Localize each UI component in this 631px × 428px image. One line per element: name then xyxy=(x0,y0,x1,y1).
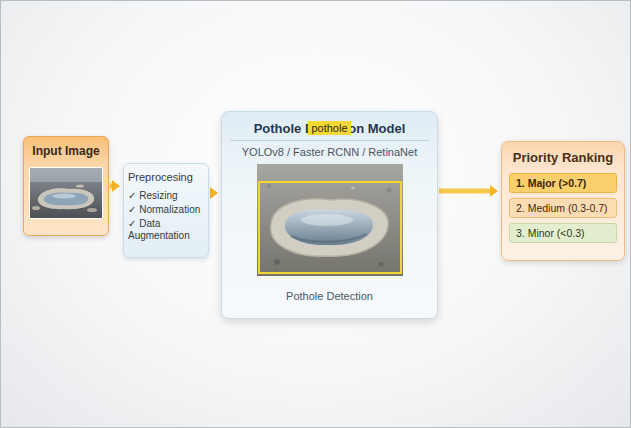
pothole-rim xyxy=(270,199,388,256)
box-title: Priority Ranking xyxy=(509,150,617,165)
road-ground xyxy=(30,168,102,218)
gravel xyxy=(267,184,271,188)
check-item: ✓ Normalization xyxy=(128,204,204,215)
sky-band xyxy=(30,168,102,182)
gravel xyxy=(274,259,280,265)
rock xyxy=(87,208,97,212)
pothole-rim xyxy=(38,188,94,209)
gravel xyxy=(378,262,383,267)
ranking-box: Priority Ranking 1. Major (>0.7) 2. Medium… xyxy=(501,141,625,261)
bounding-box xyxy=(259,182,401,273)
water-reflection xyxy=(52,194,76,199)
rank-text: 1. Major (>0.7) xyxy=(516,177,610,189)
rank-text: 3. Minor (<0.3) xyxy=(516,227,610,239)
rock xyxy=(32,206,40,210)
rank-item: 1. Major (>0.7) xyxy=(509,173,617,193)
water-reflection xyxy=(301,214,353,226)
rank-text: 2. Medium (0.3-0.7) xyxy=(516,202,610,214)
input-box: Input Image xyxy=(23,136,109,236)
detection-tag: pothole xyxy=(308,121,350,135)
pothole-photo xyxy=(29,167,103,219)
check-item: ✓ Resizing xyxy=(128,190,204,201)
gravel xyxy=(386,188,391,193)
road-ground xyxy=(257,164,403,276)
water-shadow xyxy=(291,234,367,242)
rank-item: 2. Medium (0.3-0.7) xyxy=(509,198,617,218)
box-title: Input Image xyxy=(32,144,99,158)
check-item: ✓ Data Augmentation xyxy=(128,218,204,242)
flow-arrow xyxy=(210,191,211,196)
gravel xyxy=(351,186,355,190)
box-title: Preprocesing xyxy=(128,171,204,183)
model-box: Pothole Detection ModelYOLOv8 / Faster R… xyxy=(221,111,438,319)
flow-arrow xyxy=(439,189,491,194)
pothole-water xyxy=(284,209,372,245)
rank-item: 3. Minor (<0.3) xyxy=(509,223,617,243)
model-names: YOLOv8 / Faster RCNN / RetinaNet xyxy=(242,146,417,158)
pothole-water xyxy=(44,193,89,206)
class-label: pothole xyxy=(311,121,347,135)
pothole-detection-photo xyxy=(257,164,403,276)
process-box: Preprocesing ✓ Resizing ✓ Normalization ✓ D… xyxy=(123,163,209,258)
box-footer: Pothole Detection xyxy=(286,290,373,302)
rock xyxy=(76,184,84,187)
flow-arrow xyxy=(110,184,113,189)
